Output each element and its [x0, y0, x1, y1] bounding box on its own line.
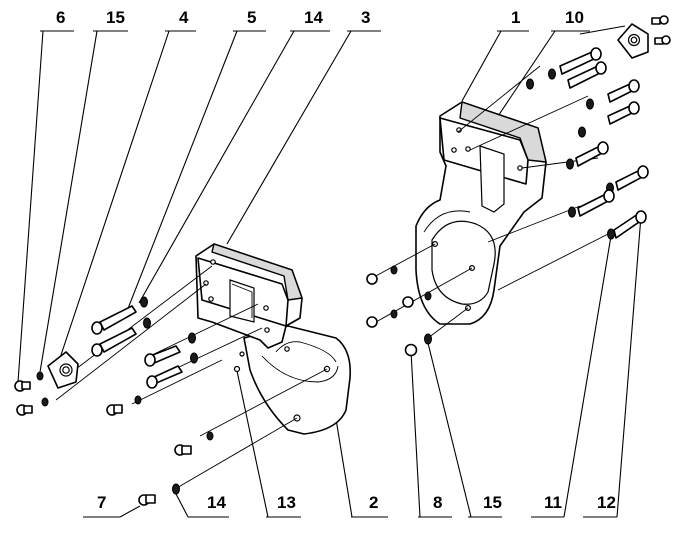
screw-top-right-a — [651, 15, 669, 25]
callout-12-bottom: 12 — [597, 493, 616, 512]
callout-5-top: 5 — [247, 8, 256, 27]
callout-14-bottom: 14 — [207, 493, 226, 512]
nut-right-3 — [402, 296, 414, 308]
callouts-bottom: 7 14 13 2 8 15 11 12 — [97, 493, 616, 512]
callout-6-top: 6 — [56, 8, 65, 27]
washer-left-upper — [36, 371, 44, 381]
pin-part-13 — [233, 365, 241, 373]
nut-right-1 — [366, 273, 378, 285]
right-bracket-assembly — [415, 101, 547, 325]
callout-7-bottom: 7 — [97, 493, 106, 512]
right-hardware — [366, 15, 671, 357]
lug-part-10 — [617, 23, 649, 59]
callout-2-bottom: 2 — [369, 493, 378, 512]
screw-part-6-lower — [16, 404, 33, 416]
washer-part-15-right — [424, 333, 432, 345]
callout-3-top: 3 — [361, 8, 370, 27]
callout-4-top: 4 — [179, 8, 189, 27]
screw-top-right-b — [654, 35, 671, 45]
lug-part-15-left — [47, 351, 79, 389]
left-bracket-assembly — [195, 243, 352, 435]
leader-lines-bottom — [83, 215, 642, 518]
bolt-part-11 — [568, 189, 615, 218]
washer-part-14 — [172, 483, 180, 495]
bolt-mid-upper — [144, 332, 196, 367]
leader-lines-top — [17, 30, 590, 383]
bolt-part-12 — [607, 210, 647, 240]
lower-plate-part-2 — [243, 325, 352, 435]
callout-13-bottom: 13 — [277, 493, 296, 512]
callout-15-top: 15 — [106, 8, 125, 27]
bolt-right-5 — [566, 141, 609, 170]
screw-part-6-upper — [14, 380, 31, 392]
nut-part-8 — [404, 343, 418, 357]
bolt-mid-lower — [146, 352, 198, 389]
bolt-part-4-upper — [91, 296, 148, 335]
bolt-right-4 — [578, 101, 640, 138]
bolt-upper-right-2 — [526, 61, 607, 90]
callouts-top: 6 15 4 5 14 3 1 10 — [56, 8, 584, 27]
callout-10-top: 10 — [565, 8, 584, 27]
callout-1-top: 1 — [511, 8, 520, 27]
screw-mid-left — [106, 395, 142, 416]
bolt-right-6 — [606, 165, 649, 194]
callout-14-top: 14 — [304, 8, 323, 27]
nut-right-2 — [366, 316, 378, 328]
bolt-part-4-lower — [91, 317, 151, 357]
bolt-right-3 — [586, 79, 640, 110]
callout-15-bottom: 15 — [483, 493, 502, 512]
screw-lower-left — [174, 431, 214, 456]
screw-part-7 — [138, 494, 156, 506]
callout-8-bottom: 8 — [433, 493, 442, 512]
bolt-upper-right-1 — [548, 47, 602, 80]
left-hardware — [14, 296, 245, 506]
washer-left-lower — [41, 397, 49, 407]
callout-11-bottom: 11 — [544, 493, 562, 512]
